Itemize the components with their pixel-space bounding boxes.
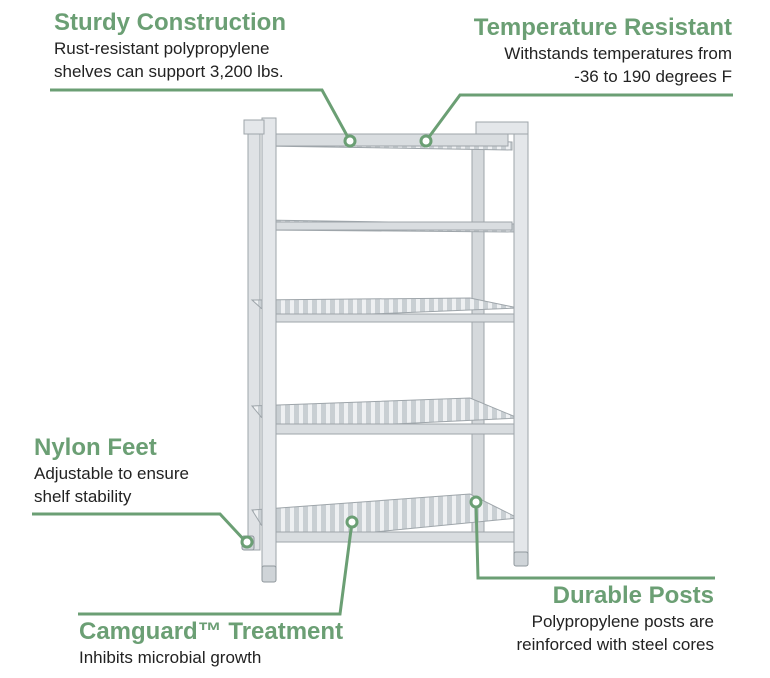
dot-nylon bbox=[240, 535, 254, 549]
shelf-3 bbox=[250, 297, 519, 323]
callout-sturdy-construction: Sturdy Construction Rust-resistant polyp… bbox=[54, 9, 286, 83]
callout-durable-posts: Durable Posts Polypropylene posts are re… bbox=[517, 582, 714, 656]
callout-title: Sturdy Construction bbox=[54, 9, 286, 36]
shelf-2 bbox=[261, 219, 517, 233]
callout-temperature-resistant: Temperature Resistant Withstands tempera… bbox=[474, 14, 732, 88]
dot-temperature bbox=[419, 134, 433, 148]
dot-camguard bbox=[345, 515, 359, 529]
callout-description: Adjustable to ensure shelf stability bbox=[34, 464, 189, 506]
callout-description: Inhibits microbial growth bbox=[79, 648, 262, 667]
callout-title: Temperature Resistant bbox=[473, 14, 732, 41]
callout-nylon-feet: Nylon Feet Adjustable to ensure shelf st… bbox=[34, 434, 189, 508]
shelf-1 bbox=[261, 133, 513, 151]
callout-camguard-treatment: Camguard™ Treatment Inhibits microbial g… bbox=[79, 618, 343, 669]
shelf-4 bbox=[250, 397, 519, 435]
back-posts bbox=[247, 127, 485, 551]
leader-sturdy bbox=[50, 88, 352, 142]
leader-lines bbox=[32, 88, 733, 616]
nylon-feet bbox=[241, 535, 529, 583]
callout-description: Polypropylene posts are reinforced with … bbox=[516, 612, 714, 654]
leader-temperature bbox=[424, 93, 733, 142]
leader-camguard bbox=[78, 521, 354, 616]
callout-title: Camguard™ Treatment bbox=[79, 618, 344, 645]
callout-title: Nylon Feet bbox=[34, 434, 157, 461]
callout-description: Withstands temperatures from -36 to 190 … bbox=[504, 44, 732, 86]
leader-dots bbox=[240, 134, 483, 549]
callout-title: Durable Posts bbox=[552, 582, 714, 609]
dot-durable bbox=[469, 495, 483, 509]
callout-description: Rust-resistant polypropylene shelves can… bbox=[54, 39, 284, 81]
leader-nylon bbox=[32, 512, 248, 544]
leader-durable bbox=[474, 501, 715, 580]
dot-sturdy bbox=[343, 134, 357, 148]
